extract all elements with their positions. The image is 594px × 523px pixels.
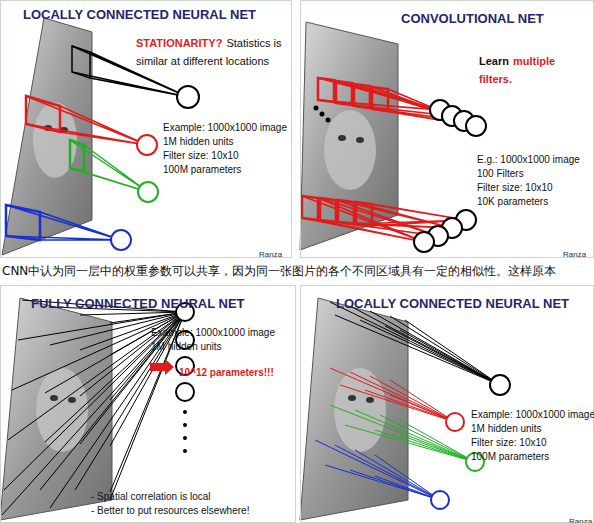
- hidden-unit: [176, 303, 194, 401]
- slide-title: FULLY CONNECTED NEURAL NET: [31, 296, 245, 311]
- bullet-note: - Better to put resources elsewhere!: [91, 505, 249, 516]
- example-line: 1M hidden units: [163, 136, 234, 147]
- example-line: Example: 1000x1000 image: [471, 409, 594, 420]
- local-connection: [315, 302, 500, 500]
- slide-panel: FULLY CONNECTED NEURAL NET Example: 1000x…: [0, 285, 296, 523]
- red-arrow: [150, 359, 174, 375]
- note-text: Learn: [479, 55, 509, 67]
- slide-panel: LOCALLY CONNECTED NEURAL NET STATIONARITY…: [0, 0, 292, 258]
- receptive-field: [6, 46, 188, 240]
- example-line: 100 Filters: [477, 168, 524, 179]
- filter: [302, 78, 476, 242]
- example-line: 10K parameters: [477, 196, 548, 207]
- example-line: 100M parameters: [471, 451, 549, 462]
- example-line: Filter size: 10x10: [477, 182, 553, 193]
- example-line: 1M hidden units: [151, 341, 222, 352]
- credit-text: Ranza: [259, 250, 282, 259]
- caption-text: CNN中认为同一层中的权重参数可以共享，因为同一张图片的各个不同区域具有一定的相…: [2, 263, 556, 280]
- example-line: Filter size: 10x10: [163, 150, 239, 161]
- image-plane: [2, 18, 92, 255]
- credit-text: Ranza: [563, 250, 586, 259]
- ellipsis-dots: [183, 410, 187, 453]
- note-text: STATIONARITY?: [136, 37, 222, 49]
- gap: [0, 258, 594, 285]
- example-line: 1M hidden units: [471, 423, 542, 434]
- example-line: Filter size: 10x10: [471, 437, 547, 448]
- example-line: Example: 1000x1000 image: [163, 122, 287, 133]
- credit-text: Ranza: [569, 517, 592, 523]
- example-line: E.g.: 1000x1000 image: [477, 154, 580, 165]
- image-plane: [0, 298, 112, 520]
- image-plane: [300, 22, 398, 250]
- bullet-note: - Spatial correlation is local: [91, 491, 211, 502]
- example-line: 100M parameters: [163, 164, 241, 175]
- hidden-unit: [414, 100, 486, 252]
- parameter-count: 10^12 parameters!!!: [179, 367, 274, 378]
- example-line: Example: 1000x1000 image: [151, 327, 275, 338]
- slide-panel: LOCALLY CONNECTED NEURAL NET Example: 100…: [300, 285, 594, 523]
- slide-panel: CONVOLUTIONAL NETLearnmultiple filters.E…: [300, 0, 594, 258]
- slide-title: LOCALLY CONNECTED NEURAL NET: [23, 7, 256, 22]
- slide-title: CONVOLUTIONAL NET: [401, 11, 544, 26]
- slide-title: LOCALLY CONNECTED NEURAL NET: [336, 296, 569, 311]
- image-plane: [300, 298, 408, 520]
